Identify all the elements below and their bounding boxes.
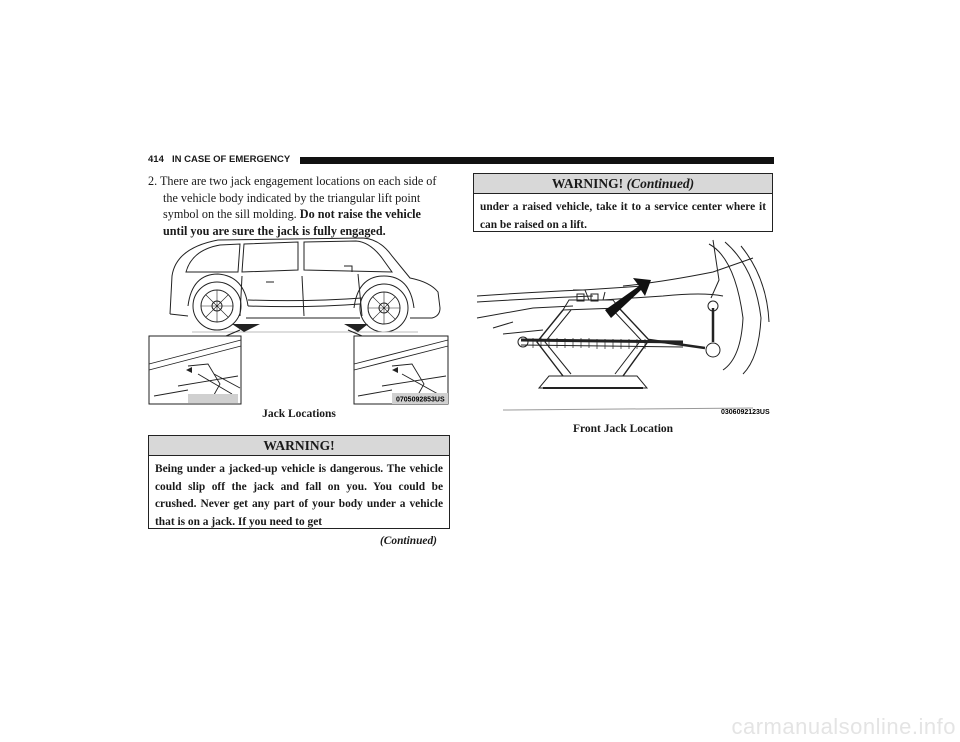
step-number: 2. <box>148 174 158 188</box>
front-jack-caption: Front Jack Location <box>572 423 674 435</box>
step-line-3: symbol on the sill molding. <box>163 207 297 222</box>
minivan-jack-illustration: 0705092853US <box>148 237 449 405</box>
jack-locations-caption: Jack Locations <box>262 408 336 420</box>
warning-continued-box: WARNING! (Continued) under a raised vehi… <box>473 173 773 232</box>
warning-continued-title: WARNING! <box>551 176 624 191</box>
jack-locations-figure: 0705092853US <box>148 236 450 406</box>
warning-body: Being under a jacked-up vehicle is dange… <box>155 463 443 528</box>
warning-continued-body: under a raised vehicle, take it to a ser… <box>480 201 766 231</box>
front-jack-figure: 0306092123US <box>473 238 773 418</box>
watermark: carmanualsonline.info <box>731 714 956 739</box>
continued-label: (Continued) <box>380 535 437 547</box>
step-line-1: There are two jack engagement locations … <box>159 174 437 188</box>
header-rule <box>300 157 774 164</box>
page-header: 414 IN CASE OF EMERGENCY <box>148 153 774 167</box>
scissor-jack-illustration: 0306092123US <box>476 239 770 416</box>
warning-continued-tag: (Continued) <box>626 176 695 191</box>
step-line-3-bold: Do not raise the vehicle <box>299 207 421 222</box>
page-number: 414 <box>148 154 164 165</box>
warning-box: WARNING! Being under a jacked-up vehicle… <box>148 435 450 529</box>
step-line-4-bold: until you are sure the jack is fully eng… <box>163 223 386 238</box>
step-line-2: the vehicle body indicated by the triang… <box>163 190 421 205</box>
figure-right-code: 0306092123US <box>721 409 770 416</box>
section-title: IN CASE OF EMERGENCY <box>172 154 291 165</box>
warning-title: WARNING! <box>149 436 449 456</box>
step-2-paragraph: 2. There are two jack engagement locatio… <box>148 173 448 239</box>
figure-left-code: 0705092853US <box>396 397 445 404</box>
